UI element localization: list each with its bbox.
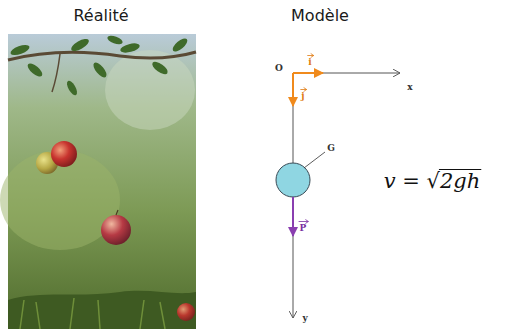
vector-label: j [301,92,304,101]
unit-vector-i [293,72,323,74]
vector-label: P [300,224,307,233]
origin-label: O [275,64,283,73]
apple-photo [0,34,196,329]
axis-label: y [302,314,307,323]
unit-vector-j [292,73,294,106]
x-axis [293,73,400,74]
vector-label: i [308,58,311,67]
weight-vector [292,197,294,236]
apple-model-circle [276,163,310,197]
panel-title: Réalité [73,8,128,24]
panel-title: Modèle [291,8,349,24]
formula: v = √2gh [384,171,481,192]
point-label: G [327,144,335,153]
axis-label: x [407,83,412,92]
model-diagram [276,73,400,318]
leader-line [304,152,325,168]
vector-arrow [299,221,309,222]
